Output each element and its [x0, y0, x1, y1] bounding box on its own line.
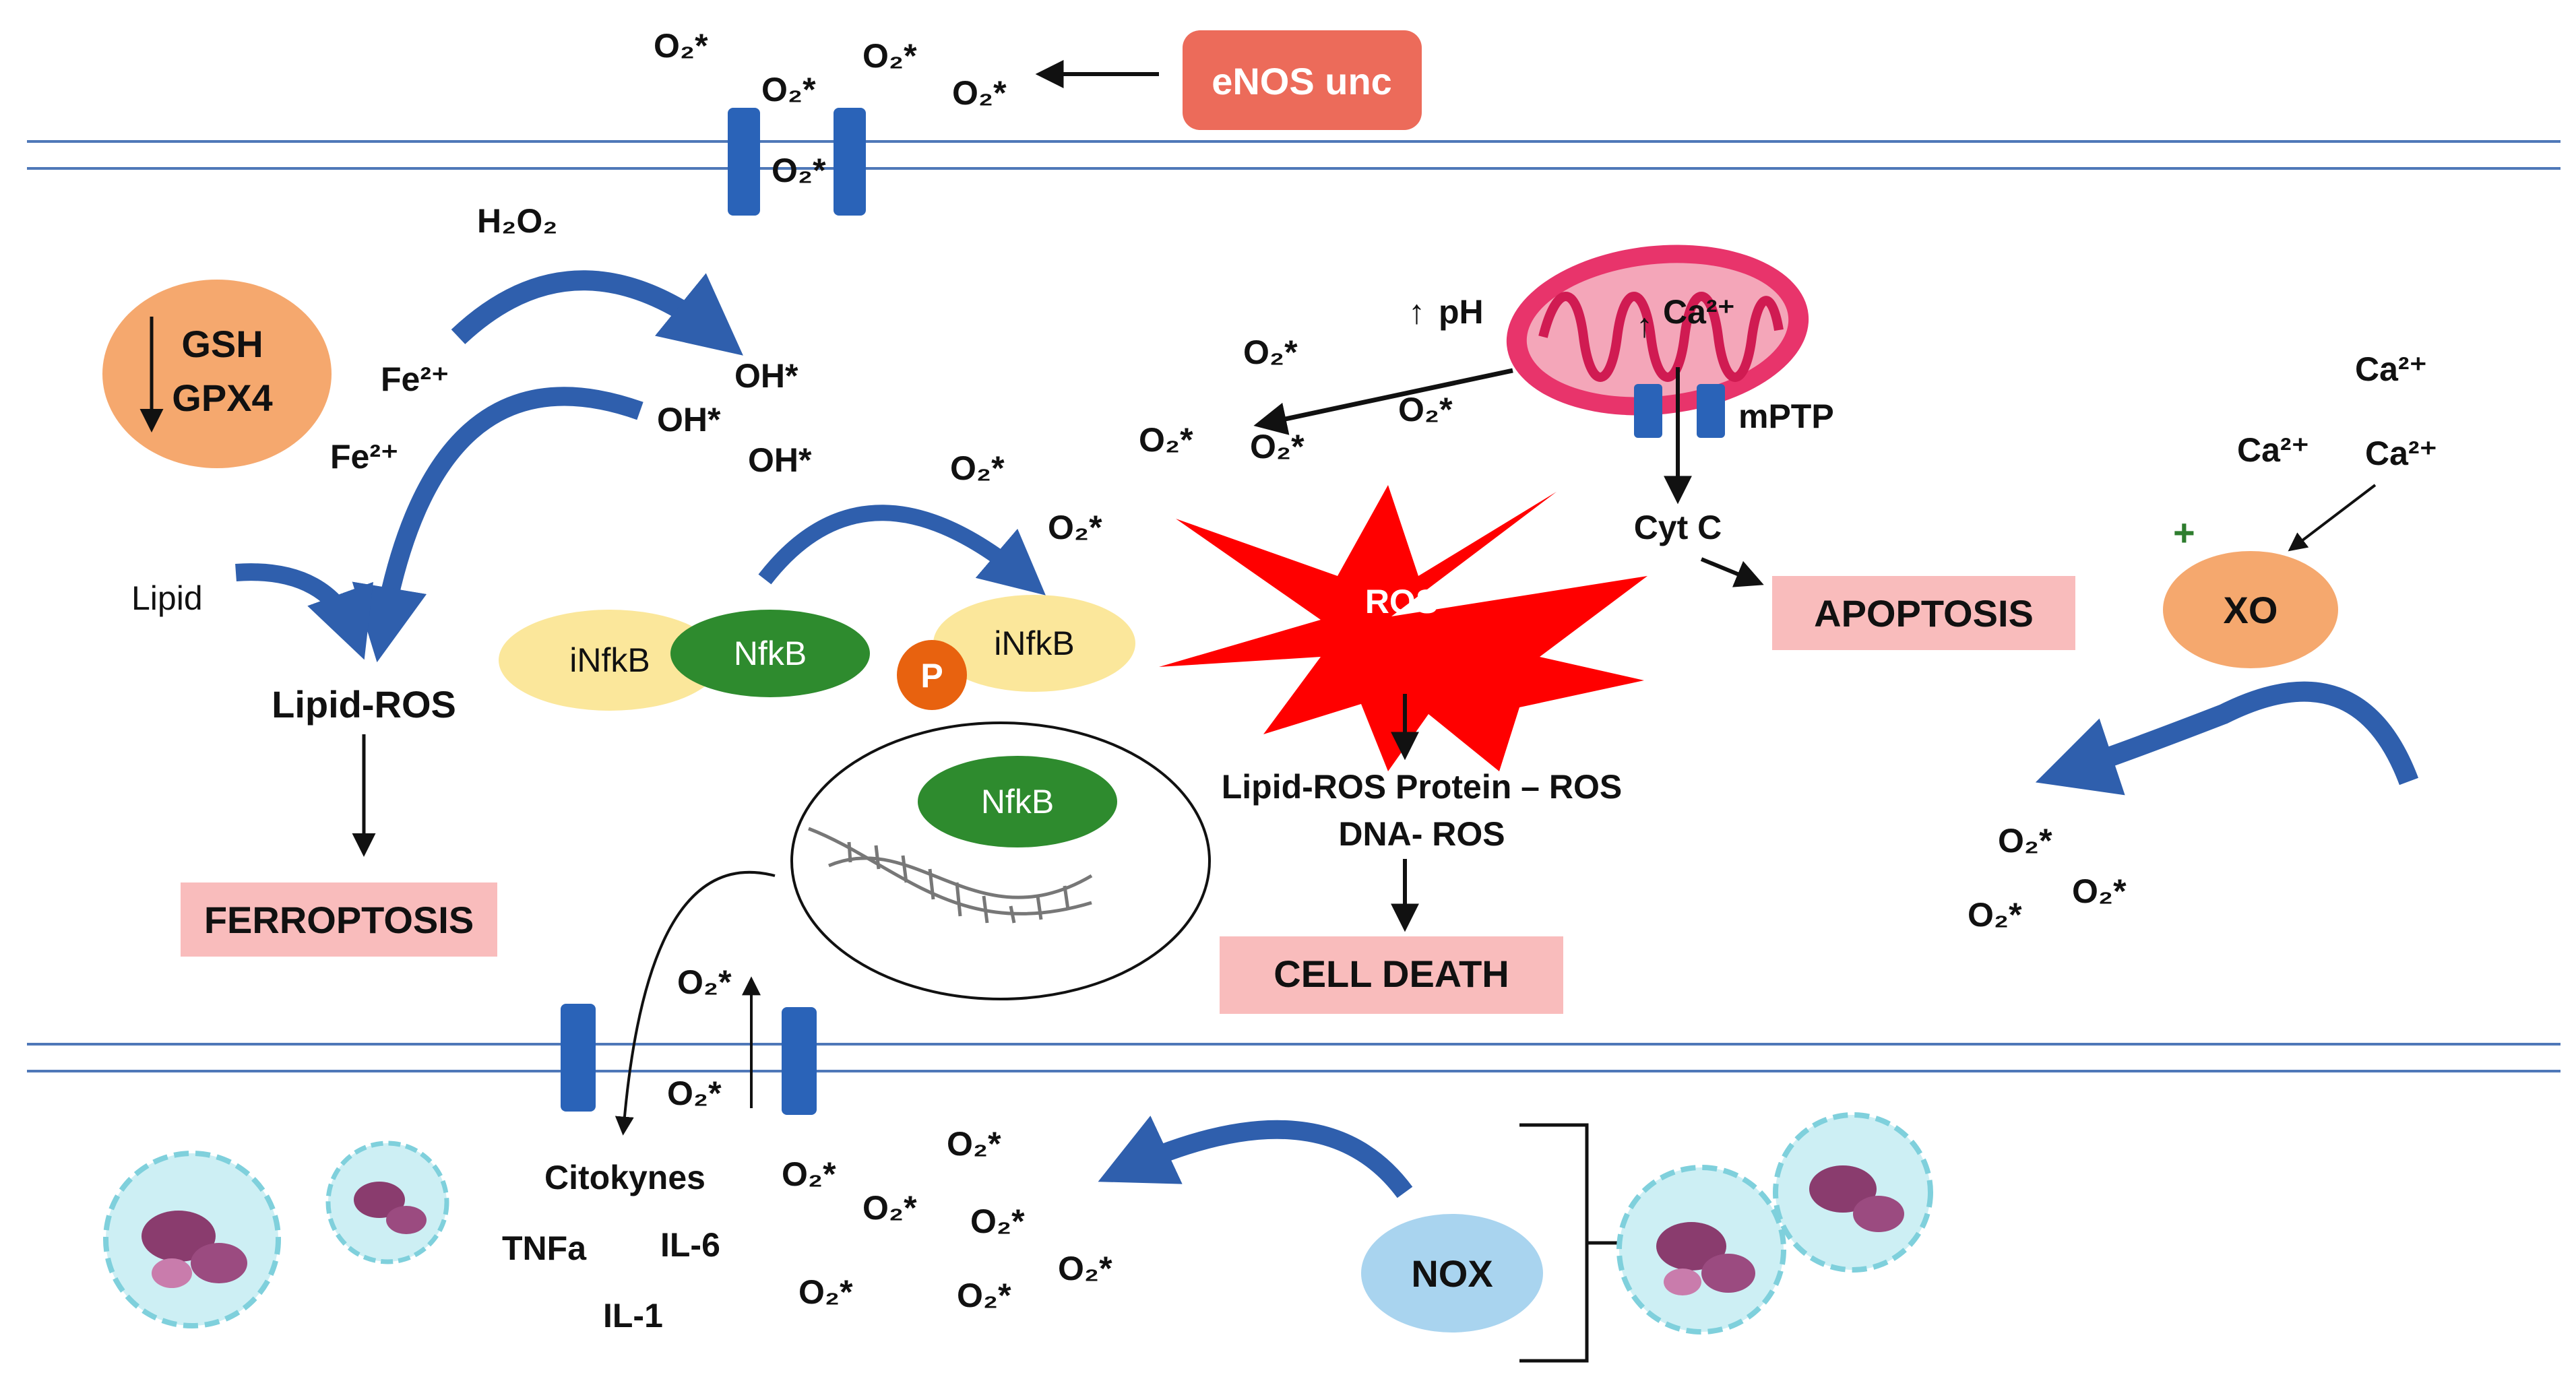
- h2o2-arrow: [451, 270, 743, 356]
- o2-label: O₂*: [950, 449, 1005, 487]
- nfkb-oval: [670, 610, 870, 697]
- cell-death-box: [1220, 936, 1563, 1014]
- apoptosis-box: [1772, 576, 2075, 650]
- lipid-ros-label: Lipid-ROS: [272, 683, 456, 726]
- o2-label: O₂*: [1250, 428, 1305, 465]
- infkb-label: iNfkB: [569, 641, 650, 679]
- xo-o2-arrow: [2035, 681, 2419, 796]
- xo-oval: [2163, 551, 2338, 668]
- o2-label: O₂*: [862, 37, 917, 75]
- o2-label: O₂*: [947, 1125, 1001, 1163]
- h2o2-label: H₂O₂: [477, 202, 557, 240]
- o2-label: O₂*: [1243, 333, 1298, 371]
- infkb-label: iNfkB: [994, 624, 1074, 662]
- ca2-label: Ca²⁺: [1663, 293, 1735, 331]
- neutrophil-icon: [1773, 1112, 1933, 1273]
- plus-icon: +: [2173, 511, 2195, 554]
- apoptosis-label: APOPTOSIS: [1814, 592, 2034, 635]
- ferroptosis-box: [181, 882, 497, 957]
- o2-label: O₂*: [798, 1273, 853, 1311]
- apoptosis-arrow: [1700, 557, 1764, 587]
- o2-label: O₂*: [970, 1202, 1025, 1240]
- citokynes-label: Citokynes: [544, 1159, 705, 1196]
- gsh-label: GSH: [181, 323, 263, 365]
- lipid-arrow: [235, 563, 373, 660]
- o2-label: O₂*: [957, 1277, 1011, 1314]
- o2-label: O₂*: [952, 74, 1007, 112]
- oh-label: OH*: [734, 357, 798, 395]
- phosphate-circle: [897, 640, 967, 710]
- oh-to-lipid-ros-arrow: [352, 387, 643, 663]
- bottom-membrane: [27, 1043, 2561, 1072]
- infkb-oval: [933, 595, 1135, 692]
- dna-helix-icon: [808, 827, 1093, 924]
- cytc-label: Cyt C: [1634, 509, 1722, 546]
- mito-o2-arrow: [1253, 368, 1513, 435]
- ros-label: ROS: [1365, 583, 1438, 620]
- o2-label: O₂*: [862, 1189, 917, 1227]
- mitochondrion-icon: [1506, 245, 1809, 416]
- o2-label: O₂*: [1048, 509, 1102, 546]
- ros-products-label: Lipid-ROS Protein – ROS: [1222, 768, 1622, 806]
- mptp-channel: [1634, 384, 1725, 438]
- o2-label: O₂*: [677, 963, 732, 1001]
- oh-label: OH*: [657, 401, 721, 439]
- lipid-label: Lipid: [131, 579, 203, 617]
- o2-label: O₂*: [782, 1155, 836, 1193]
- ros-products-label: DNA- ROS: [1338, 815, 1505, 853]
- ph-label: pH: [1439, 293, 1484, 331]
- ros-burst: [1159, 485, 1647, 771]
- o2-label: O₂*: [761, 71, 816, 108]
- o2-label: O₂*: [2072, 872, 2127, 910]
- ca2-label: Ca²⁺: [2355, 350, 2427, 388]
- ca2-label: Ca²⁺: [2365, 435, 2437, 472]
- o2-label: O₂*: [1058, 1250, 1112, 1287]
- neutrophil-bracket: [1519, 1123, 1624, 1363]
- infkb-oval: [499, 610, 721, 711]
- tnfa-label: TNFa: [502, 1229, 587, 1267]
- ca-up-arrow: ↑: [1636, 307, 1653, 344]
- o2-label: O₂*: [667, 1074, 722, 1112]
- nfkb-label: NfkB: [734, 635, 807, 672]
- oh-label: OH*: [748, 441, 812, 479]
- xo-label: XO: [2224, 589, 2278, 631]
- nfkb-oval: [918, 756, 1117, 847]
- cell-death-label: CELL DEATH: [1274, 953, 1509, 995]
- bottom-channel: [561, 1004, 817, 1115]
- neutrophil-icon: [325, 1141, 449, 1264]
- neutrophil-icon: [103, 1151, 281, 1328]
- enos-label: eNOS unc: [1212, 60, 1392, 102]
- o2-label: O₂*: [1968, 896, 2022, 934]
- fe2-label: Fe²⁺: [381, 360, 449, 398]
- o2-label: O₂*: [1998, 822, 2052, 860]
- o2-label: O₂*: [654, 27, 708, 65]
- ph-up-arrow: ↑: [1408, 293, 1425, 331]
- neutrophil-icon: [1616, 1165, 1786, 1335]
- nox-label: NOX: [1411, 1252, 1493, 1295]
- gpx4-label: GPX4: [172, 377, 272, 419]
- nfkb-activation-arrow: [758, 505, 1046, 596]
- mptp-label: mPTP: [1738, 397, 1834, 435]
- ca2-label: Ca²⁺: [2237, 431, 2309, 469]
- gsh-gpx4-oval: [102, 280, 332, 468]
- il6-label: IL-6: [660, 1226, 720, 1264]
- ca-to-xo-arrow: [2288, 484, 2377, 552]
- o2-label: O₂*: [772, 152, 826, 189]
- ferroptosis-label: FERROPTOSIS: [204, 899, 474, 941]
- phosphate-label: P: [920, 657, 943, 695]
- nfkb-label: NfkB: [981, 783, 1054, 821]
- o2-label: O₂*: [1139, 421, 1193, 459]
- il1-label: IL-1: [603, 1297, 663, 1335]
- nucleus: [790, 721, 1211, 1000]
- nucleus-to-cytokines-arrow: [615, 870, 776, 1136]
- nox-o2-arrow: [1098, 1116, 1413, 1198]
- top-channel: [728, 108, 866, 216]
- o2-label: O₂*: [1398, 391, 1453, 428]
- enos-box: [1183, 30, 1422, 130]
- nox-oval: [1361, 1214, 1543, 1332]
- top-membrane: [27, 140, 2561, 170]
- fe2-label: Fe²⁺: [330, 438, 398, 476]
